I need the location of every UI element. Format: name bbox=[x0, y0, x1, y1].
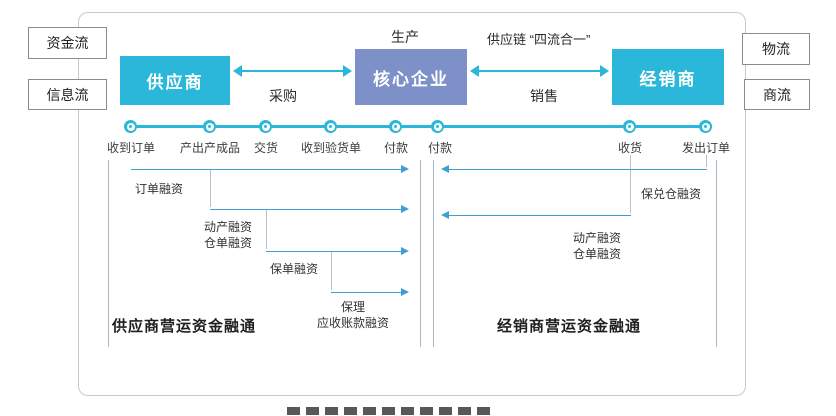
timeline-step-label: 收到验货单 bbox=[300, 141, 361, 155]
order-financing-label: 订单融资 bbox=[134, 182, 183, 196]
left-region-right-boundary bbox=[420, 160, 421, 347]
connector-line bbox=[331, 251, 332, 290]
arrow-line bbox=[331, 291, 402, 294]
commerce-flow-box: 商流 bbox=[744, 79, 810, 110]
factoring-arrow-icon bbox=[331, 288, 409, 297]
timeline-node bbox=[699, 120, 712, 133]
chattel-financing-label: 动产融资 bbox=[203, 220, 252, 234]
right-region-right-boundary bbox=[716, 160, 717, 347]
connector-line bbox=[706, 155, 707, 167]
chattel-financing-label: 动产融资 bbox=[572, 231, 621, 245]
timeline-step-label: 发出订单 bbox=[681, 141, 730, 155]
arrowhead-right-icon bbox=[401, 247, 409, 255]
timeline-line bbox=[126, 125, 712, 128]
connector-line bbox=[210, 169, 211, 207]
chattel-warehouse-financing-label: 动产融资 仓单融资 bbox=[565, 230, 629, 262]
arrowhead-right-icon bbox=[600, 65, 609, 77]
confirmed-warehouse-financing-label: 保兑仓融资 bbox=[640, 187, 701, 201]
arrow-line bbox=[266, 250, 402, 253]
supplier-core-arrow-icon bbox=[233, 65, 352, 77]
distributor-box: 经销商 bbox=[612, 49, 724, 105]
factoring-receivables-label: 保理 应收账款融资 bbox=[308, 299, 398, 331]
receivables-financing-label: 应收账款融资 bbox=[316, 316, 389, 330]
chattel-financing-arrow-icon bbox=[210, 205, 409, 214]
timeline-node bbox=[259, 120, 272, 133]
left-region-title: 供应商营运资金融通 bbox=[112, 318, 257, 335]
confirmed-warehouse-financing-arrow-icon bbox=[441, 165, 707, 174]
order-financing-arrow-icon bbox=[131, 165, 409, 174]
arrow-line bbox=[477, 69, 602, 73]
timeline-node bbox=[203, 120, 216, 133]
arrowhead-right-icon bbox=[401, 165, 409, 173]
policy-financing-label: 保单融资 bbox=[269, 262, 318, 276]
timeline-node bbox=[124, 120, 137, 133]
core-distributor-arrow-icon bbox=[470, 65, 609, 77]
cutoff-caption-fragment bbox=[287, 407, 493, 415]
arrowhead-right-icon bbox=[343, 65, 352, 77]
left-region-left-boundary bbox=[108, 160, 109, 347]
arrow-line bbox=[210, 208, 402, 211]
timeline-step-label: 付款 bbox=[427, 141, 452, 155]
production-label: 生产 bbox=[391, 29, 419, 45]
timeline-step-label: 付款 bbox=[383, 141, 408, 155]
timeline-step-label: 交货 bbox=[253, 141, 278, 155]
slogan-label: 供应链 “四流合一” bbox=[487, 32, 591, 47]
sales-label: 销售 bbox=[530, 88, 558, 104]
arrowhead-left-icon bbox=[441, 211, 449, 219]
connector-line bbox=[630, 155, 631, 213]
arrowhead-left-icon bbox=[233, 65, 242, 77]
policy-financing-arrow-icon bbox=[266, 247, 409, 256]
supplier-box: 供应商 bbox=[120, 56, 230, 105]
arrow-line bbox=[131, 168, 402, 171]
capital-flow-box: 资金流 bbox=[28, 27, 107, 59]
arrow-line bbox=[448, 214, 631, 217]
warehouse-receipt-financing-label: 仓单融资 bbox=[203, 236, 252, 250]
information-flow-box: 信息流 bbox=[28, 79, 107, 110]
timeline-node bbox=[431, 120, 444, 133]
procurement-label: 采购 bbox=[269, 88, 297, 104]
right-region-left-boundary bbox=[433, 160, 434, 347]
timeline-step-label: 收货 bbox=[617, 141, 642, 155]
arrow-line bbox=[240, 69, 345, 73]
timeline-node bbox=[324, 120, 337, 133]
arrowhead-right-icon bbox=[401, 288, 409, 296]
timeline-step-label: 收到订单 bbox=[106, 141, 155, 155]
timeline-step-label: 产出产成品 bbox=[179, 141, 240, 155]
core-enterprise-box: 核心企业 bbox=[355, 49, 467, 105]
arrowhead-left-icon bbox=[441, 165, 449, 173]
chattel-warehouse-financing-label: 动产融资 仓单融资 bbox=[196, 219, 260, 251]
logistics-flow-box: 物流 bbox=[742, 33, 810, 65]
factoring-label: 保理 bbox=[340, 300, 365, 314]
timeline-node bbox=[623, 120, 636, 133]
chattel-financing-arrow-icon bbox=[441, 211, 631, 220]
timeline-node bbox=[389, 120, 402, 133]
arrowhead-left-icon bbox=[470, 65, 479, 77]
warehouse-receipt-financing-label: 仓单融资 bbox=[572, 247, 621, 261]
arrowhead-right-icon bbox=[401, 205, 409, 213]
arrow-line bbox=[448, 168, 707, 171]
connector-line bbox=[266, 209, 267, 249]
right-region-title: 经销商营运资金融通 bbox=[497, 318, 642, 335]
